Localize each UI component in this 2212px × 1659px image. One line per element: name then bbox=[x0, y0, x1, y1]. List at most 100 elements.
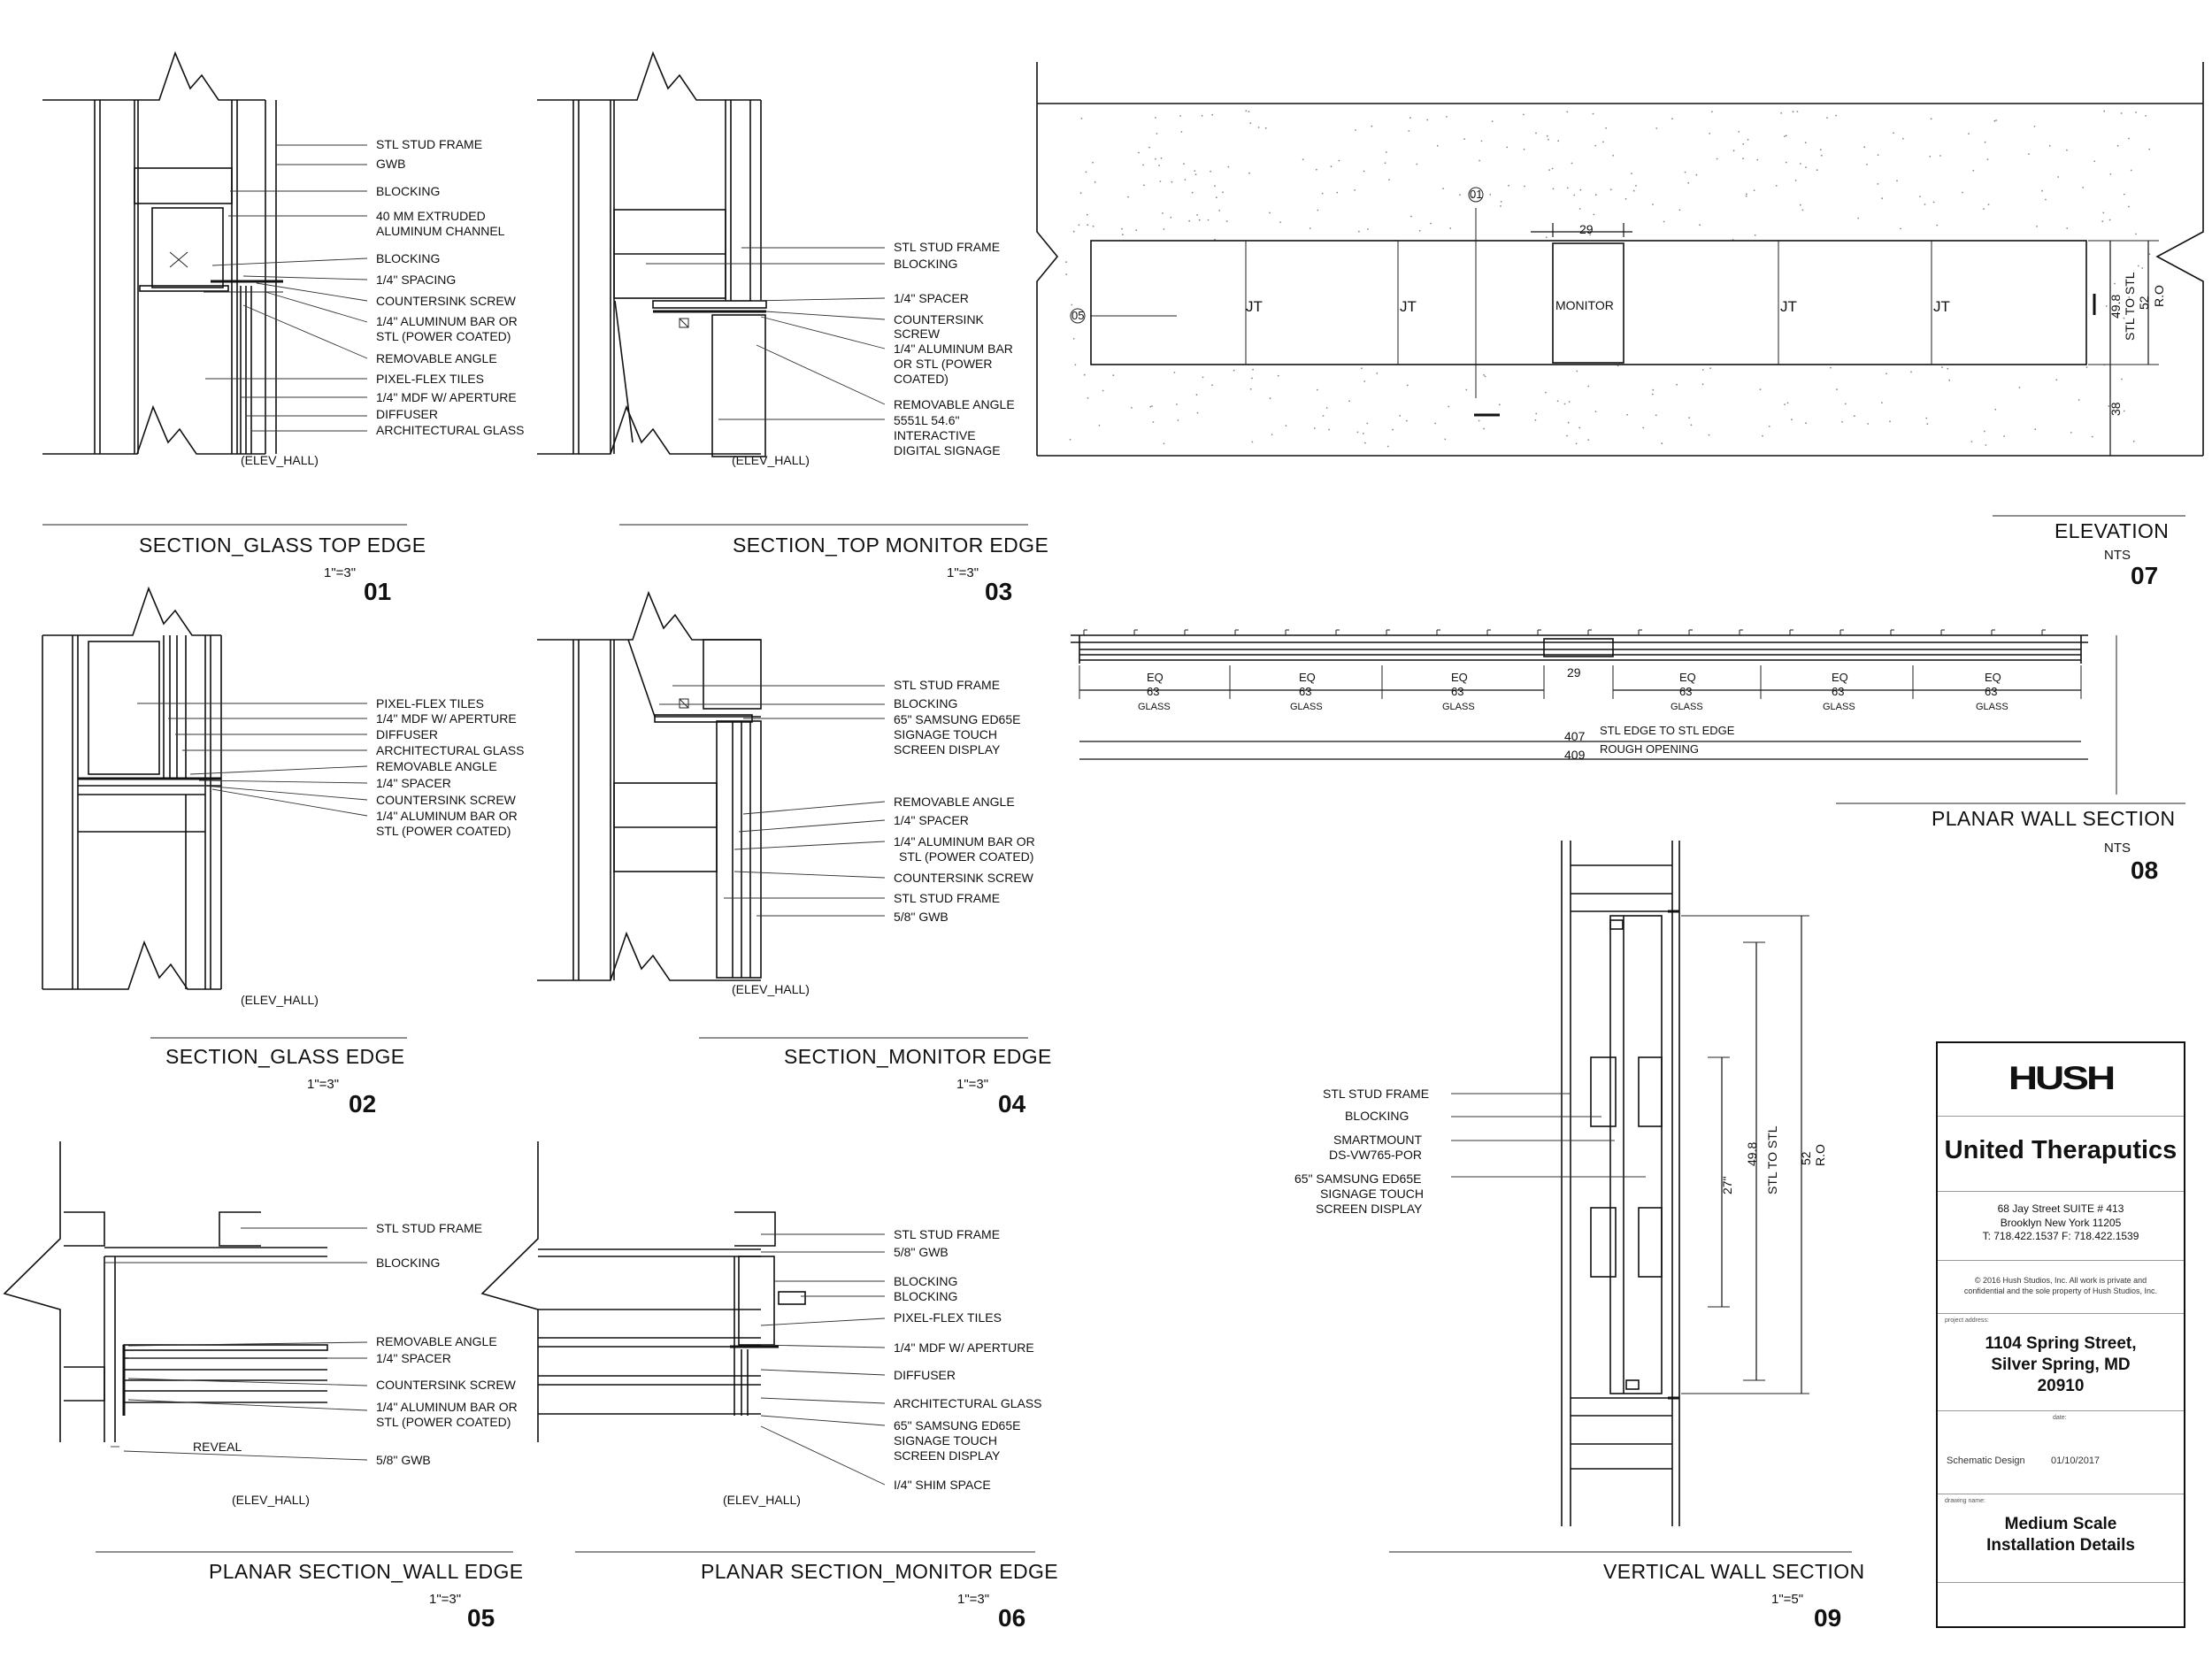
dimension-label: 52 bbox=[2137, 296, 2151, 310]
detail-number: 02 bbox=[349, 1090, 376, 1118]
dimension-label: 63 bbox=[1985, 685, 1997, 698]
detail-01-leaders bbox=[205, 144, 368, 432]
detail-scale: 1"=5" bbox=[1771, 1592, 1803, 1607]
callout: REMOVABLE ANGLE bbox=[376, 1334, 497, 1348]
title-block-client-row: United Theraputics bbox=[1938, 1117, 2184, 1192]
dimension-label: 27" bbox=[1720, 1176, 1734, 1194]
callout: 1/4" SPACER bbox=[376, 776, 451, 790]
dimension-label: 52 bbox=[1799, 1151, 1813, 1165]
callout: REMOVABLE ANGLE bbox=[894, 795, 1015, 809]
callout: SCREEN DISPLAY bbox=[894, 1448, 1001, 1463]
callout: SIGNAGE TOUCH bbox=[894, 727, 997, 741]
callout: PIXEL-FLEX TILES bbox=[376, 696, 484, 710]
hush-logo: HUSH bbox=[2008, 1059, 2116, 1096]
detail-title: PLANAR SECTION_MONITOR EDGE bbox=[701, 1560, 1058, 1583]
callout: PIXEL-FLEX TILES bbox=[894, 1310, 1002, 1325]
callout: BLOCKING bbox=[894, 1274, 957, 1288]
detail-09-geometry bbox=[1561, 841, 1809, 1526]
callout: ARCHITECTURAL GLASS bbox=[894, 1396, 1042, 1410]
detail-scale: NTS bbox=[2104, 841, 2131, 856]
detail-03-leaders bbox=[646, 247, 886, 420]
address-line: 68 Jay Street SUITE # 413 bbox=[1997, 1202, 2124, 1215]
callout: 1/4" MDF W/ APERTURE bbox=[894, 1340, 1034, 1355]
callout: REMOVABLE ANGLE bbox=[894, 397, 1015, 411]
callout: INTERACTIVE bbox=[894, 428, 976, 442]
detail-07-elevation: JT JT MONITOR JT JT 29 01 05 49.8 STL TO… bbox=[1036, 62, 2204, 589]
elevation-reference: (ELEV_HALL) bbox=[732, 453, 810, 467]
detail-04-geometry bbox=[537, 590, 762, 981]
copyright-line: © 2016 Hush Studios, Inc. All work is pr… bbox=[1974, 1276, 2147, 1285]
callout: 1/4" MDF W/ APERTURE bbox=[376, 711, 517, 726]
detail-06-planar-section-monitor-edge: STL STUD FRAME 5/8" GWB BLOCKING BLOCKIN… bbox=[480, 1141, 1058, 1632]
elevation-reference: (ELEV_HALL) bbox=[241, 453, 319, 467]
wall-stipple bbox=[1065, 110, 2151, 448]
title-block-address-row: 68 Jay Street SUITE # 413 Brooklyn New Y… bbox=[1938, 1192, 2184, 1261]
address-line: Brooklyn New York 11205 bbox=[2000, 1216, 2122, 1229]
drawing-name: Installation Details bbox=[1986, 1535, 2135, 1555]
dimension-label: EQ bbox=[1985, 671, 2001, 684]
detail-scale: 1"=3" bbox=[956, 1077, 988, 1092]
dimension-label: GLASS bbox=[1442, 702, 1475, 712]
callout: COUNTERSINK bbox=[894, 312, 985, 326]
callout: 40 MM EXTRUDED bbox=[376, 209, 486, 223]
callout: STL STUD FRAME bbox=[894, 1227, 1000, 1241]
section-marker: 01 bbox=[1470, 188, 1482, 201]
detail-02-geometry bbox=[42, 586, 222, 990]
detail-06-geometry bbox=[480, 1141, 806, 1442]
callout: SCREEN DISPLAY bbox=[1316, 1202, 1423, 1216]
detail-06-leaders bbox=[760, 1233, 886, 1486]
detail-02-section-glass-edge: PIXEL-FLEX TILES 1/4" MDF W/ APERTURE DI… bbox=[42, 586, 525, 1118]
callout: STL STUD FRAME bbox=[1323, 1087, 1429, 1101]
callout: BLOCKING bbox=[1345, 1109, 1409, 1123]
callout: DIFFUSER bbox=[894, 1368, 956, 1382]
detail-01-geometry bbox=[42, 50, 283, 455]
drawing-name-label: drawing name: bbox=[1945, 1498, 1985, 1504]
elevation-panel-label: JT bbox=[1933, 298, 1950, 315]
project-address-label: project address: bbox=[1945, 1317, 1989, 1324]
detail-09-vertical-wall-section: STL STUD FRAME BLOCKING SMARTMOUNT DS-VW… bbox=[1294, 841, 1864, 1632]
callout: BLOCKING bbox=[376, 1256, 440, 1270]
detail-title: PLANAR WALL SECTION bbox=[1932, 807, 2176, 830]
detail-scale: 1"=3" bbox=[307, 1077, 339, 1092]
dimension-label: GLASS bbox=[1976, 702, 2008, 712]
callout: SCREW bbox=[894, 326, 941, 341]
detail-04-section-monitor-edge: STL STUD FRAME BLOCKING 65" SAMSUNG ED65… bbox=[537, 590, 1051, 1118]
callout: DIFFUSER bbox=[376, 407, 438, 421]
title-block-date-row: date: Schematic Design 01/10/2017 bbox=[1938, 1411, 2184, 1494]
date-label: date: bbox=[2053, 1415, 2067, 1421]
callout: 1/4" MDF W/ APERTURE bbox=[376, 390, 517, 404]
detail-08-planar-wall-section: EQ63GLASSEQ63GLASSEQ63GLASSEQ63GLASSEQ63… bbox=[1071, 629, 2185, 884]
dimension-label: 38 bbox=[2108, 402, 2123, 416]
dimension-label: STL TO STL bbox=[2123, 272, 2137, 341]
dimension-label: EQ bbox=[1451, 671, 1468, 684]
dimension-label: 63 bbox=[1679, 685, 1692, 698]
callout: ARCHITECTURAL GLASS bbox=[376, 423, 525, 437]
callout: SIGNAGE TOUCH bbox=[894, 1433, 997, 1448]
dimension-label: R.O bbox=[1813, 1144, 1827, 1166]
elevation-reference: (ELEV_HALL) bbox=[241, 993, 319, 1007]
callout: 65" SAMSUNG ED65E bbox=[894, 1418, 1020, 1432]
detail-05-planar-section-wall-edge: STL STUD FRAME BLOCKING REMOVABLE ANGLE … bbox=[3, 1141, 523, 1632]
callout: 65" SAMSUNG ED65E bbox=[1294, 1171, 1421, 1186]
callout: DIFFUSER bbox=[376, 727, 438, 741]
dimension-label: 49.8 bbox=[1745, 1142, 1759, 1166]
callout: 1/4" SPACER bbox=[894, 813, 969, 827]
dimension-label: GLASS bbox=[1823, 702, 1855, 712]
callout: REMOVABLE ANGLE bbox=[376, 759, 497, 773]
callout: STL (POWER COATED) bbox=[376, 329, 511, 343]
callout: 65" SAMSUNG ED65E bbox=[894, 712, 1020, 726]
title-block-copyright-row: © 2016 Hush Studios, Inc. All work is pr… bbox=[1938, 1261, 2184, 1314]
callout: 1/4" ALUMINUM BAR OR bbox=[376, 1400, 518, 1414]
dimension-label: EQ bbox=[1299, 671, 1316, 684]
callout: 1/4" ALUMINUM BAR OR bbox=[376, 314, 518, 328]
dimension-label: 29 bbox=[1567, 665, 1581, 680]
callout: BLOCKING bbox=[894, 257, 957, 271]
callout: ARCHITECTURAL GLASS bbox=[376, 743, 525, 757]
callout: REMOVABLE ANGLE bbox=[376, 351, 497, 365]
callout: BLOCKING bbox=[894, 696, 957, 710]
callout: 1/4" SPACER bbox=[894, 291, 969, 305]
detail-number: 04 bbox=[998, 1090, 1026, 1118]
detail-03-geometry bbox=[537, 50, 767, 457]
callout: BLOCKING bbox=[376, 251, 440, 265]
callout: COUNTERSINK SCREW bbox=[376, 793, 517, 807]
